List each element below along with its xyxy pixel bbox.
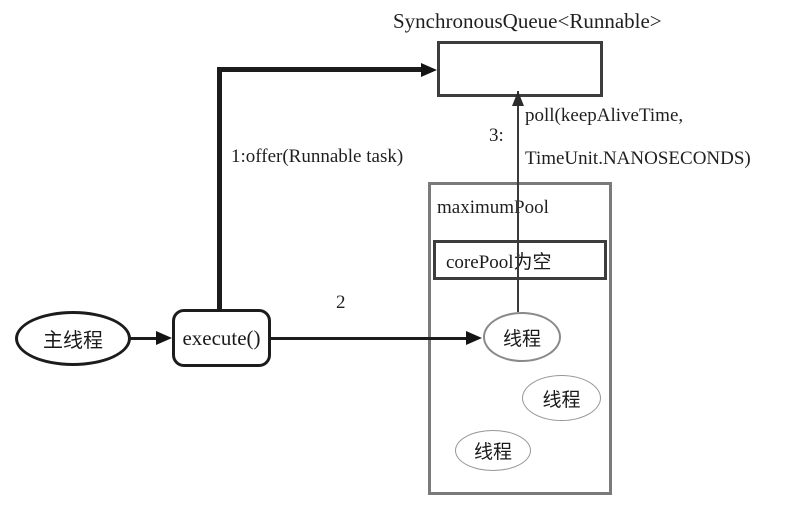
- synchronous-queue-title: SynchronousQueue<Runnable>: [393, 9, 662, 33]
- execute-to-thread-line: [268, 337, 470, 340]
- maximum-pool-label: maximumPool: [437, 197, 549, 218]
- offer-line-horizontal: [217, 67, 423, 72]
- thread-node-2: 线程: [522, 375, 601, 421]
- offer-line-vertical: [217, 67, 222, 309]
- main-to-execute-arrowhead-icon: [156, 331, 172, 345]
- poll-arrowhead-icon: [511, 91, 524, 106]
- execute-to-thread-arrowhead-icon: [466, 331, 482, 345]
- execute-node: execute(): [172, 309, 271, 367]
- poll-line: [517, 91, 519, 312]
- main-thread-node: 主线程: [15, 311, 131, 366]
- synchronous-queue-box: [437, 41, 603, 97]
- thread-3-label: 线程: [473, 442, 512, 463]
- thread-node-1: 线程: [483, 312, 561, 362]
- core-pool-label: corePool为空: [446, 251, 552, 273]
- core-pool-box: corePool为空: [433, 240, 607, 280]
- offer-arrowhead-icon: [421, 62, 437, 77]
- execute-label: execute(): [182, 325, 261, 350]
- poll-label-line1: poll(keepAliveTime,: [525, 105, 684, 126]
- main-thread-label: 主线程: [43, 330, 103, 352]
- thread-node-3: 线程: [455, 430, 531, 471]
- thread-2-label: 线程: [542, 389, 581, 411]
- poll-label-line2: TimeUnit.NANOSECONDS): [525, 148, 751, 169]
- step2-label: 2: [336, 292, 346, 313]
- step3-label: 3:: [489, 125, 504, 146]
- thread-1-label: 线程: [502, 328, 541, 350]
- main-to-execute-line: [128, 337, 160, 340]
- offer-label: 1:offer(Runnable task): [231, 146, 404, 167]
